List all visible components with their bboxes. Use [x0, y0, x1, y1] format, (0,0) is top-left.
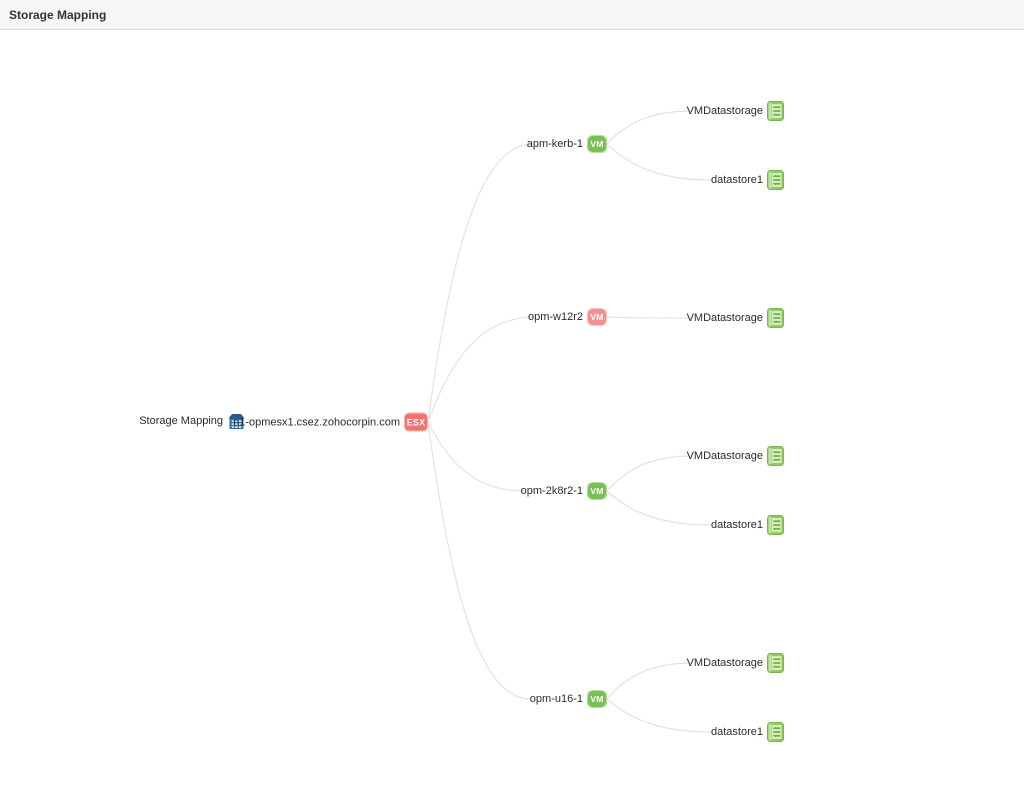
page-title: Storage Mapping	[9, 7, 107, 22]
node-datastore[interactable]: VMDatastorage	[687, 446, 784, 466]
node-esx-host[interactable]: n1-opmesx1.csez.zohocorpin.com ESX	[233, 412, 428, 432]
node-datastore[interactable]: datastore1	[711, 515, 784, 535]
edge-vm2-ds1	[606, 316, 693, 319]
node-datastore[interactable]: VMDatastorage	[687, 101, 784, 121]
node-vm-opm-2k8r2-1[interactable]: opm-2k8r2-1 VM	[521, 482, 607, 500]
node-vm-apm-kerb-1[interactable]: apm-kerb-1 VM	[527, 135, 607, 153]
datastore-label: VMDatastorage	[686, 450, 763, 462]
node-datastore[interactable]: datastore1	[711, 722, 784, 742]
vm-status-badge: VM	[587, 690, 607, 708]
datacenter-icon	[227, 412, 246, 430]
datastore-icon	[767, 515, 784, 535]
node-vm-opm-u16-1[interactable]: opm-u16-1 VM	[530, 690, 607, 708]
node-vm-opm-w12r2[interactable]: opm-w12r2 VM	[528, 308, 607, 326]
edge-host-vm3	[427, 421, 525, 492]
vm-status-badge: VM	[587, 482, 607, 500]
node-datastore[interactable]: datastore1	[711, 170, 784, 190]
vm-label: opm-u16-1	[529, 693, 583, 705]
datastore-icon	[767, 446, 784, 466]
node-storage-mapping-root[interactable]: Storage Mapping	[139, 412, 246, 430]
edge-host-vm2	[427, 316, 537, 423]
edge-vm1-ds1	[606, 110, 693, 145]
datastore-icon	[767, 653, 784, 673]
node-datastore[interactable]: VMDatastorage	[687, 653, 784, 673]
root-node-label: Storage Mapping	[139, 415, 223, 427]
edge-vm4-ds1	[606, 662, 693, 700]
edge-vm3-ds2	[606, 490, 713, 526]
edge-vm4-ds2	[606, 698, 713, 733]
datastore-icon	[767, 101, 784, 121]
vm-label: opm-2k8r2-1	[520, 485, 583, 497]
datastore-icon	[767, 170, 784, 190]
vm-status-badge: VM	[587, 308, 607, 326]
edge-vm1-ds2	[606, 143, 713, 181]
vm-status-badge: VM	[587, 135, 607, 153]
page-header: Storage Mapping	[0, 0, 1024, 30]
datastore-label: datastore1	[711, 174, 763, 186]
edge-host-vm4	[427, 421, 532, 700]
datastore-label: VMDatastorage	[686, 312, 763, 324]
vm-label: apm-kerb-1	[526, 138, 583, 150]
vm-label: opm-w12r2	[527, 311, 583, 323]
node-datastore[interactable]: VMDatastorage	[687, 308, 784, 328]
datastore-label: VMDatastorage	[686, 105, 763, 117]
datastore-label: datastore1	[711, 726, 763, 738]
edge-host-vm1	[427, 143, 534, 423]
edge-vm3-ds1	[606, 455, 693, 492]
datastore-icon	[767, 308, 784, 328]
esx-status-badge: ESX	[404, 412, 428, 432]
datastore-label: VMDatastorage	[686, 657, 763, 669]
esx-host-label: n1-opmesx1.csez.zohocorpin.com	[233, 416, 400, 428]
datastore-label: datastore1	[711, 519, 763, 531]
datastore-icon	[767, 722, 784, 742]
